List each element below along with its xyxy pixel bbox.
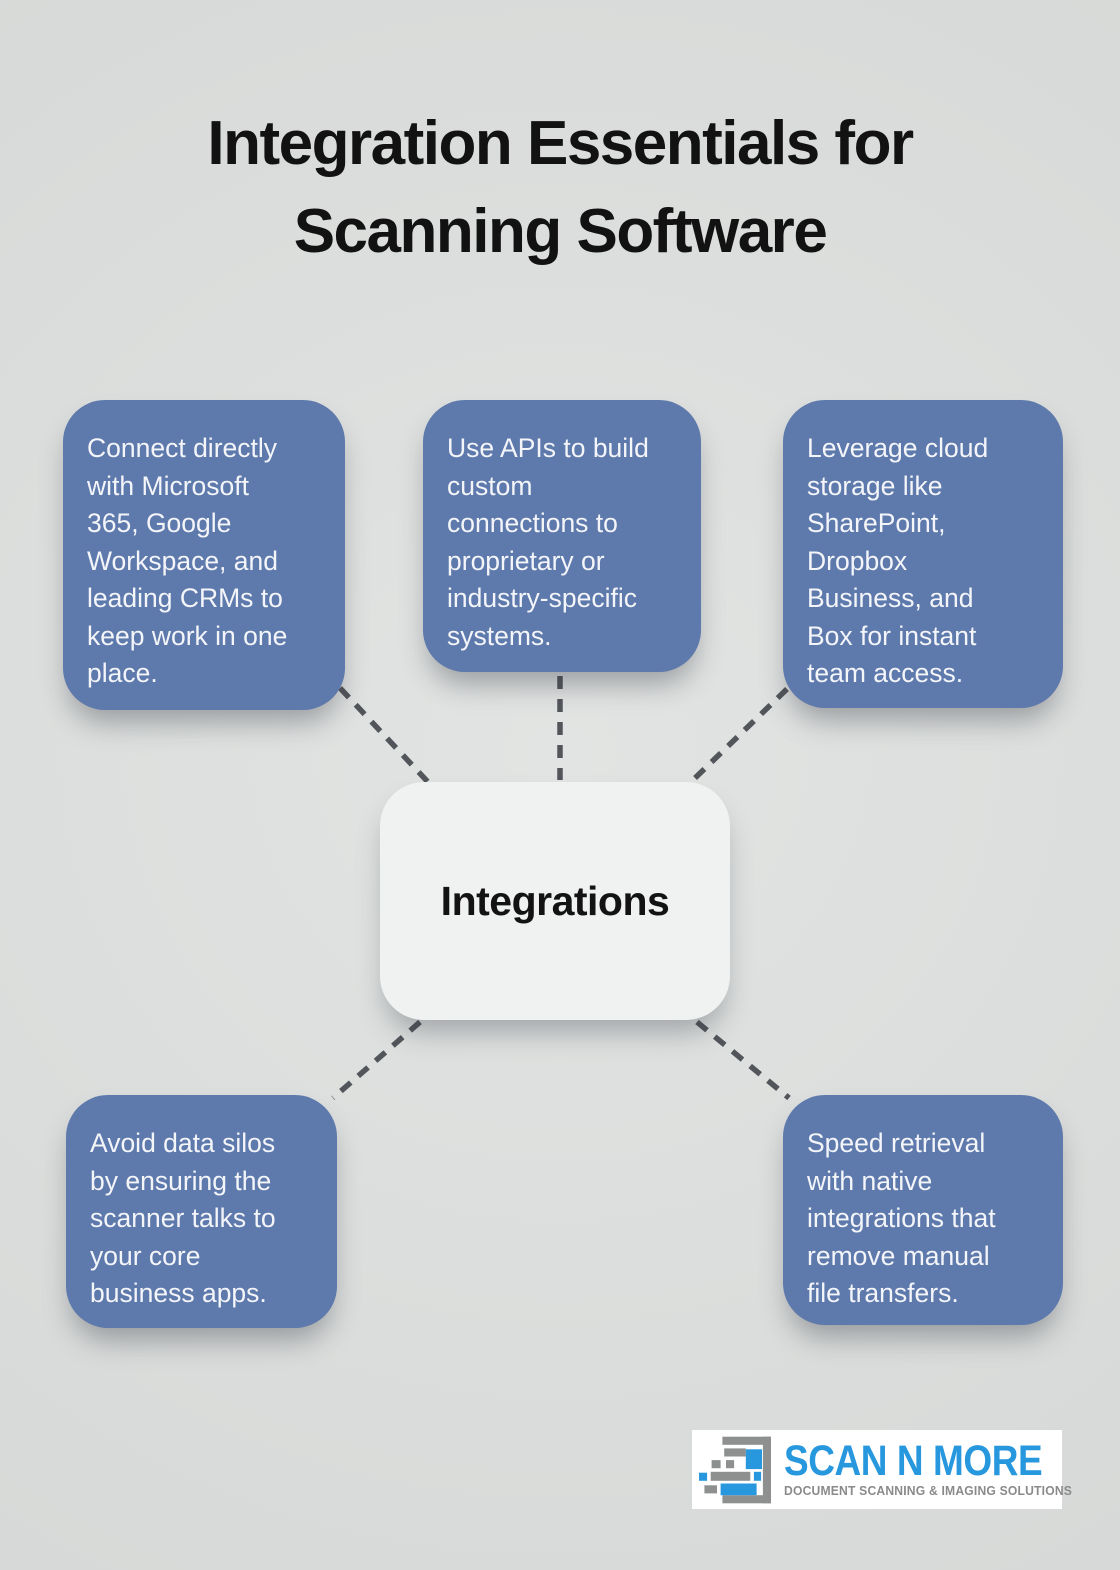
card-text: Speed retrieval with native integrations…	[807, 1128, 996, 1308]
card-text: Leverage cloud storage like SharePoint, …	[807, 433, 989, 688]
connector-bottom-left	[331, 1019, 422, 1101]
connector-top-left	[337, 686, 431, 784]
logo-text-block: SCAN N MORE DOCUMENT SCANNING & IMAGING …	[784, 1437, 1084, 1499]
card-apis-custom-connections: Use APIs to build custom connections to …	[423, 400, 701, 672]
card-text: Connect directly with Microsoft 365, Goo…	[87, 433, 288, 688]
logo-name: SCAN N MORE	[784, 1437, 1043, 1485]
connector-top-right	[691, 687, 789, 782]
card-avoid-data-silos: Avoid data silos by ensuring the scanner…	[66, 1095, 337, 1328]
center-node-label: Integrations	[440, 877, 670, 924]
scan-document-pixels-icon	[699, 1436, 771, 1503]
card-connect-productivity-suites: Connect directly with Microsoft 365, Goo…	[63, 400, 345, 710]
scan-n-more-logo: SCAN N MORE DOCUMENT SCANNING & IMAGING …	[692, 1430, 1072, 1509]
center-node-integrations: Integrations	[380, 782, 730, 1020]
connector-bottom-right	[695, 1019, 791, 1101]
card-text: Use APIs to build custom connections to …	[447, 433, 649, 651]
card-text: Avoid data silos by ensuring the scanner…	[90, 1128, 276, 1308]
page-title: Integration Essentials for Scanning Soft…	[207, 109, 914, 266]
logo-tagline: DOCUMENT SCANNING & IMAGING SOLUTIONS	[784, 1484, 1073, 1498]
card-speed-retrieval: Speed retrieval with native integrations…	[783, 1095, 1063, 1325]
card-cloud-storage: Leverage cloud storage like SharePoint, …	[783, 400, 1063, 708]
